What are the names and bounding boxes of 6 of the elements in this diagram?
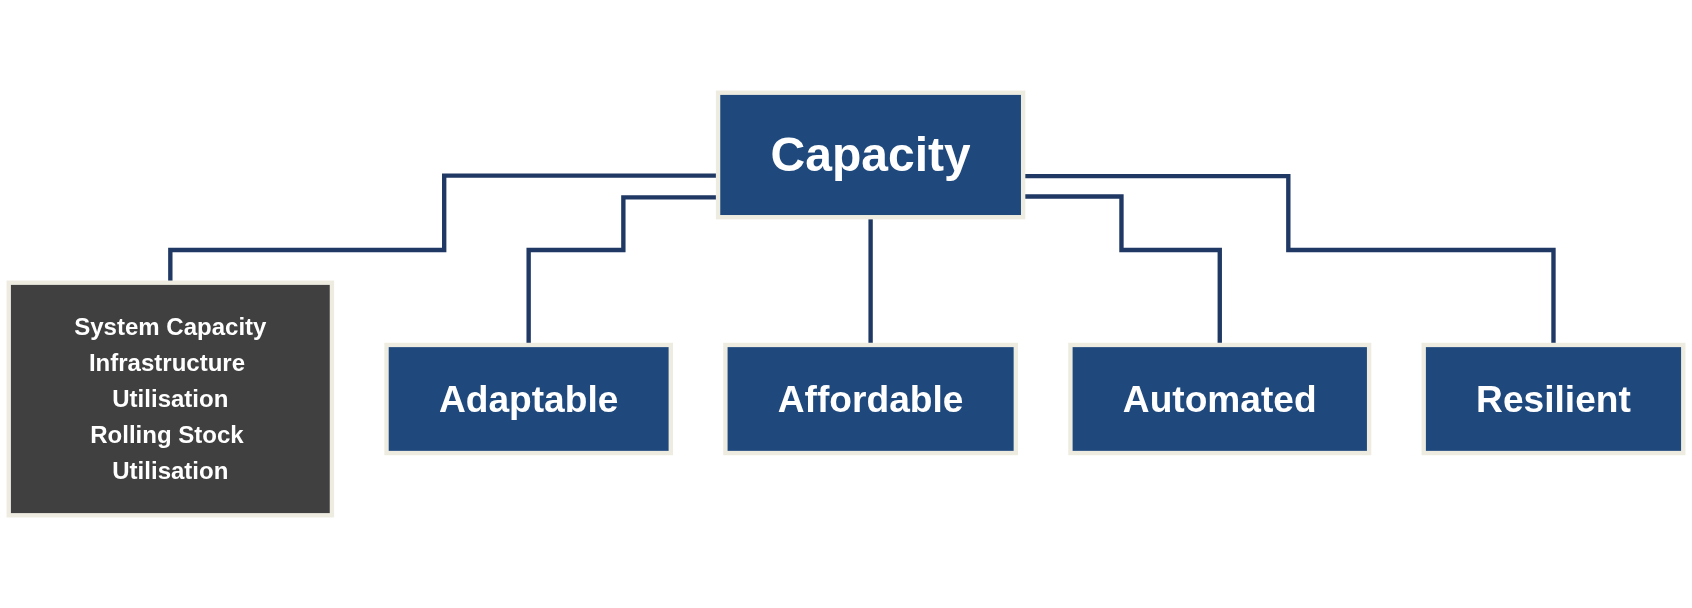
node-box: Affordable xyxy=(723,342,1018,456)
node-box: Automated xyxy=(1068,342,1372,456)
node-box: Adaptable xyxy=(384,342,673,456)
node-box: Resilient xyxy=(1421,342,1686,456)
node-box: Capacity xyxy=(715,90,1026,220)
node-box: System Capacity Infrastructure Utilisation Rolling Stock Utilisation xyxy=(6,280,335,518)
